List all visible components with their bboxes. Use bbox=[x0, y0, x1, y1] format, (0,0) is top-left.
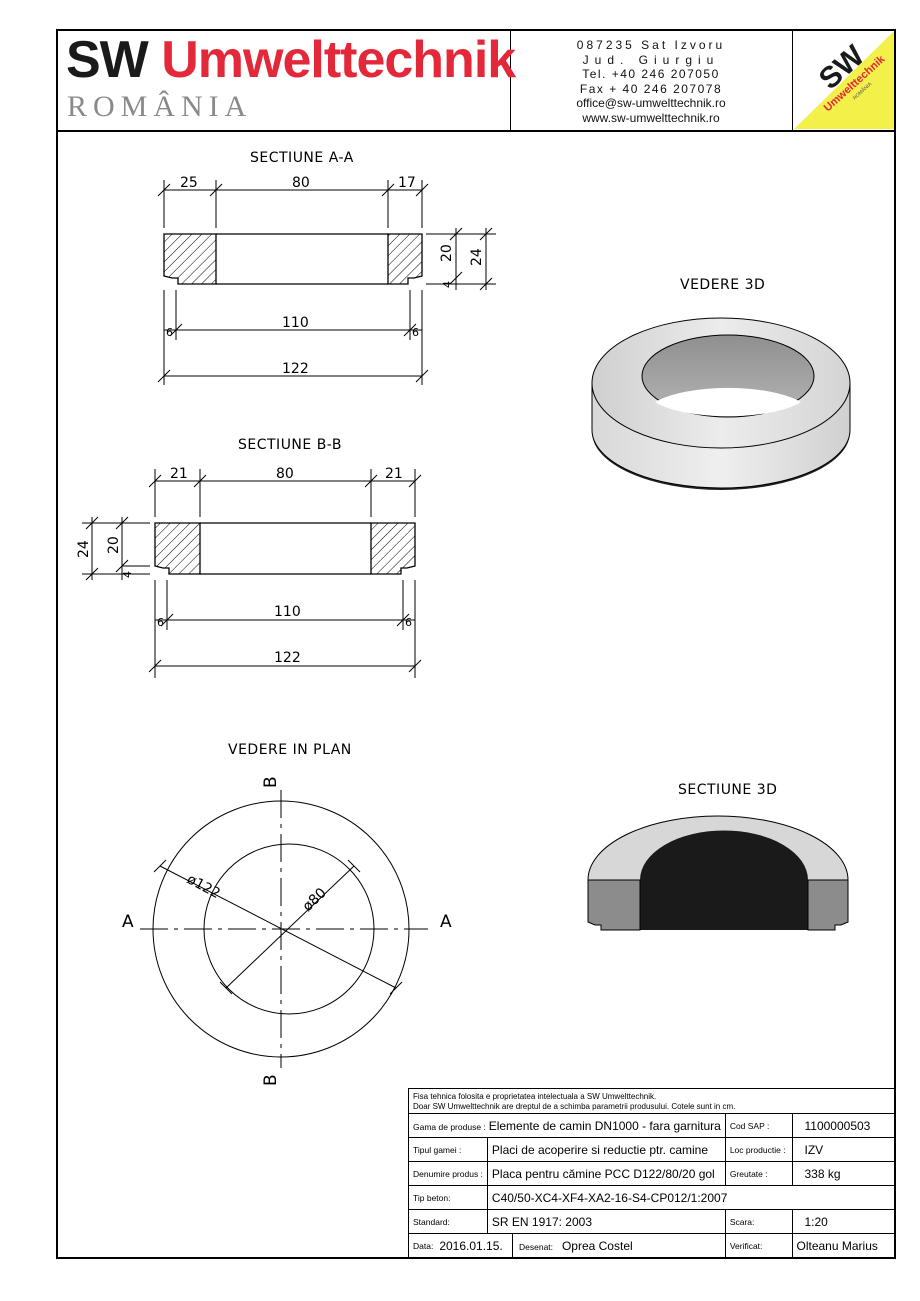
bb-dim-step: 4 bbox=[121, 571, 134, 578]
standard-value: SR EN 1917: 2003 bbox=[486, 1209, 726, 1234]
contact-fax: Fax + 40 246 207078 bbox=[579, 81, 723, 96]
plan-label-b-bottom: B bbox=[261, 1074, 281, 1086]
denumire-label: Denumire produs : bbox=[408, 1161, 488, 1186]
header-separator-left bbox=[510, 29, 511, 131]
plan-label-a-right: A bbox=[440, 912, 452, 932]
logo-country: ROMÂNIA bbox=[67, 90, 253, 123]
aa-dim-outer-width: 122 bbox=[282, 361, 309, 377]
contact-county: Jud. Giurgiu bbox=[582, 52, 720, 67]
verificat-value: Olteanu Marius bbox=[791, 1233, 895, 1258]
data-cell: Data: 2016.01.15. bbox=[409, 1234, 513, 1257]
standard-label: Standard: bbox=[408, 1209, 488, 1234]
loc-value: IZV bbox=[791, 1137, 895, 1162]
plan-view-title: VEDERE IN PLAN bbox=[228, 742, 352, 758]
beton-label: Tip beton: bbox=[408, 1185, 488, 1210]
cod-label: Cod SAP : bbox=[724, 1113, 793, 1138]
bb-dim-center: 80 bbox=[276, 466, 294, 482]
section-bb-title: SECTIUNE B-B bbox=[238, 437, 342, 453]
bb-dim-inner-width: 110 bbox=[274, 604, 301, 620]
tip-gamei-label: Tipul gamei : bbox=[408, 1137, 488, 1162]
tip-gamei-value: Placi de acoperire si reductie ptr. cami… bbox=[486, 1137, 726, 1162]
title-block-note: Fisa tehnica folosita e proprietatea int… bbox=[408, 1088, 895, 1114]
plan-inner-diameter: ø80 bbox=[300, 885, 330, 915]
contact-phone: Tel. +40 246 207050 bbox=[582, 67, 720, 81]
cod-value: 1100000503 bbox=[791, 1113, 895, 1138]
section-3d-drawing bbox=[587, 815, 849, 931]
gama-label: Gama de produse : bbox=[413, 1121, 486, 1132]
gama-cell: Gama de produse : Elemente de camin DN10… bbox=[408, 1113, 726, 1138]
greutate-label: Greutate : bbox=[724, 1161, 793, 1186]
header-divider bbox=[56, 130, 896, 132]
header-separator-right bbox=[792, 29, 793, 131]
data-label: Data: bbox=[413, 1240, 434, 1251]
section-bb-drawing bbox=[82, 469, 422, 678]
aa-dim-height-outer: 24 bbox=[469, 248, 485, 266]
contact-address: 087235 Sat Izvoru bbox=[576, 38, 726, 52]
gama-value: Elemente de camin DN1000 - fara garnitur… bbox=[488, 1118, 721, 1133]
denumire-value: Placa pentru cămine PCC D122/80/20 gol bbox=[486, 1161, 726, 1186]
logo-name-text: Umwelttechnik bbox=[161, 31, 516, 89]
note-line-1: Fisa tehnica folosita e proprietatea int… bbox=[413, 1092, 657, 1101]
contact-website: www.sw-umwelttechnik.ro bbox=[582, 110, 720, 125]
note-line-2: Doar SW Umwelttechnik are dreptul de a s… bbox=[413, 1102, 736, 1111]
contact-email: office@sw-umwelttechnik.ro bbox=[576, 96, 726, 110]
plan-label-b-top: B bbox=[261, 776, 281, 788]
bb-dim-outer-width: 122 bbox=[274, 650, 301, 666]
bb-dim-right: 21 bbox=[385, 466, 403, 482]
section-bb-labels: 21 80 21 20 24 4 110 122 6 6 bbox=[76, 466, 412, 666]
brand-badge-logo: SW Umwelttechnik ROMÂNIA bbox=[794, 31, 894, 129]
desenat-cell: Desenat: Oprea Costel bbox=[513, 1239, 633, 1253]
aa-dim-center: 80 bbox=[292, 175, 310, 191]
plan-outer-diameter: ø122 bbox=[184, 871, 223, 902]
section-3d-title: SECTIUNE 3D bbox=[678, 782, 778, 798]
bb-dim-height-outer: 24 bbox=[76, 540, 92, 558]
beton-value: C40/50-XC4-XF4-XA2-16-S4-CP012/1:2007 bbox=[486, 1185, 896, 1210]
aa-dim-inner-width: 110 bbox=[282, 315, 309, 331]
bb-dim-offset-right: 6 bbox=[405, 616, 412, 629]
section-aa-drawing bbox=[157, 180, 496, 385]
bb-dim-offset-left: 6 bbox=[157, 616, 164, 629]
aa-dim-left: 25 bbox=[180, 175, 198, 191]
logo-sw-text: SW bbox=[66, 31, 149, 89]
plan-view-drawing bbox=[140, 790, 428, 1068]
data-desenat-cell: Data: 2016.01.15. Desenat: Oprea Costel bbox=[408, 1233, 726, 1258]
contact-block: 087235 Sat Izvoru Jud. Giurgiu Tel. +40 … bbox=[512, 38, 790, 125]
section-aa-labels: 25 80 17 20 24 4 110 122 6 6 bbox=[166, 175, 485, 377]
loc-label: Loc productie : bbox=[724, 1137, 793, 1162]
desenat-value: Oprea Costel bbox=[561, 1238, 633, 1253]
scara-value: 1:20 bbox=[791, 1209, 895, 1234]
desenat-label: Desenat: bbox=[519, 1241, 554, 1252]
bb-dim-left: 21 bbox=[170, 466, 188, 482]
aa-dim-offset-left: 6 bbox=[166, 326, 173, 339]
aa-dim-offset-right: 6 bbox=[412, 326, 419, 339]
drawing-sheet bbox=[56, 29, 896, 1259]
company-logo: SW Umwelttechnik bbox=[66, 30, 516, 90]
title-block: Fisa tehnica folosita e proprietatea int… bbox=[408, 1088, 896, 1258]
plan-label-a-left: A bbox=[122, 912, 134, 932]
aa-dim-right: 17 bbox=[398, 175, 416, 191]
aa-dim-height-inner: 20 bbox=[439, 244, 455, 262]
bb-dim-height-inner: 20 bbox=[106, 536, 122, 554]
section-aa-title: SECTIUNE A-A bbox=[250, 150, 354, 166]
data-value: 2016.01.15. bbox=[439, 1238, 503, 1253]
verificat-label: Verificat: bbox=[724, 1233, 793, 1258]
greutate-value: 338 kg bbox=[791, 1161, 895, 1186]
view-3d-ring bbox=[591, 317, 851, 490]
aa-dim-step: 4 bbox=[441, 281, 454, 288]
view-3d-title: VEDERE 3D bbox=[680, 277, 766, 293]
scara-label: Scara: bbox=[724, 1209, 793, 1234]
